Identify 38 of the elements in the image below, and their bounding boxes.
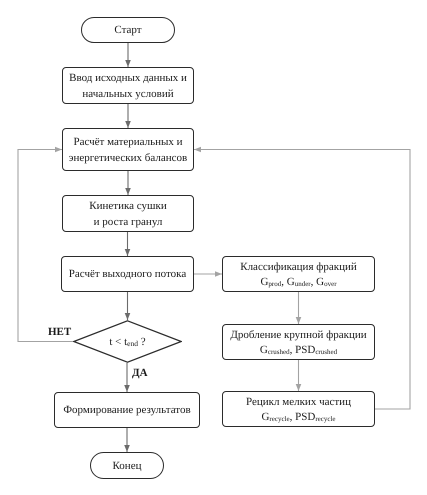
- edge-label: ДА: [131, 367, 149, 380]
- node-label: Конец: [112, 458, 142, 474]
- node-label: Формирование результатов: [63, 403, 191, 418]
- arrow: [124, 292, 130, 320]
- node-label: Классификация фракций: [240, 260, 357, 274]
- process-box: [62, 67, 194, 104]
- formula-label: G$_{prod}$, G$_{under}$, G$_{over}$: [260, 274, 337, 290]
- process-box: [54, 392, 200, 428]
- process-box: [222, 391, 375, 427]
- node-label: Дробление крупной фракции: [230, 328, 367, 342]
- process-box: [62, 195, 194, 232]
- arrow: [296, 292, 302, 324]
- arrow: [296, 360, 302, 391]
- node-label: Ввод исходных данных и начальных условий: [68, 70, 188, 102]
- decision-diamond: [73, 320, 182, 363]
- formula-label: G$_{crushed}$, PSD$_{crushed}$: [260, 342, 338, 358]
- arrow: [194, 146, 411, 410]
- formula-label: G$_{recycle}$, PSD$_{recycle}$: [261, 410, 336, 424]
- arrow: [124, 363, 130, 392]
- terminal-shape: [81, 17, 175, 43]
- node-label: Рецикл мелких частиц: [246, 394, 351, 410]
- process-box: [61, 256, 194, 292]
- arrow: [125, 43, 131, 67]
- arrow: [124, 232, 130, 256]
- node-label: Кинетика сушки и роста гранул: [88, 198, 168, 230]
- arrow: [194, 271, 222, 277]
- arrow: [17, 146, 73, 342]
- node-label: Расчёт материальных и энергетических балансов: [68, 134, 188, 166]
- node-label: Расчёт выходного потока: [68, 267, 186, 282]
- process-box: [222, 256, 375, 292]
- process-box: [222, 324, 375, 360]
- arrow: [124, 428, 130, 452]
- arrow: [125, 104, 131, 128]
- terminal-shape: [90, 452, 164, 479]
- process-box: [62, 128, 194, 171]
- arrow: [125, 171, 131, 195]
- node-label: t < t$_{end}$ ?: [109, 334, 146, 350]
- node-label: Старт: [114, 23, 142, 38]
